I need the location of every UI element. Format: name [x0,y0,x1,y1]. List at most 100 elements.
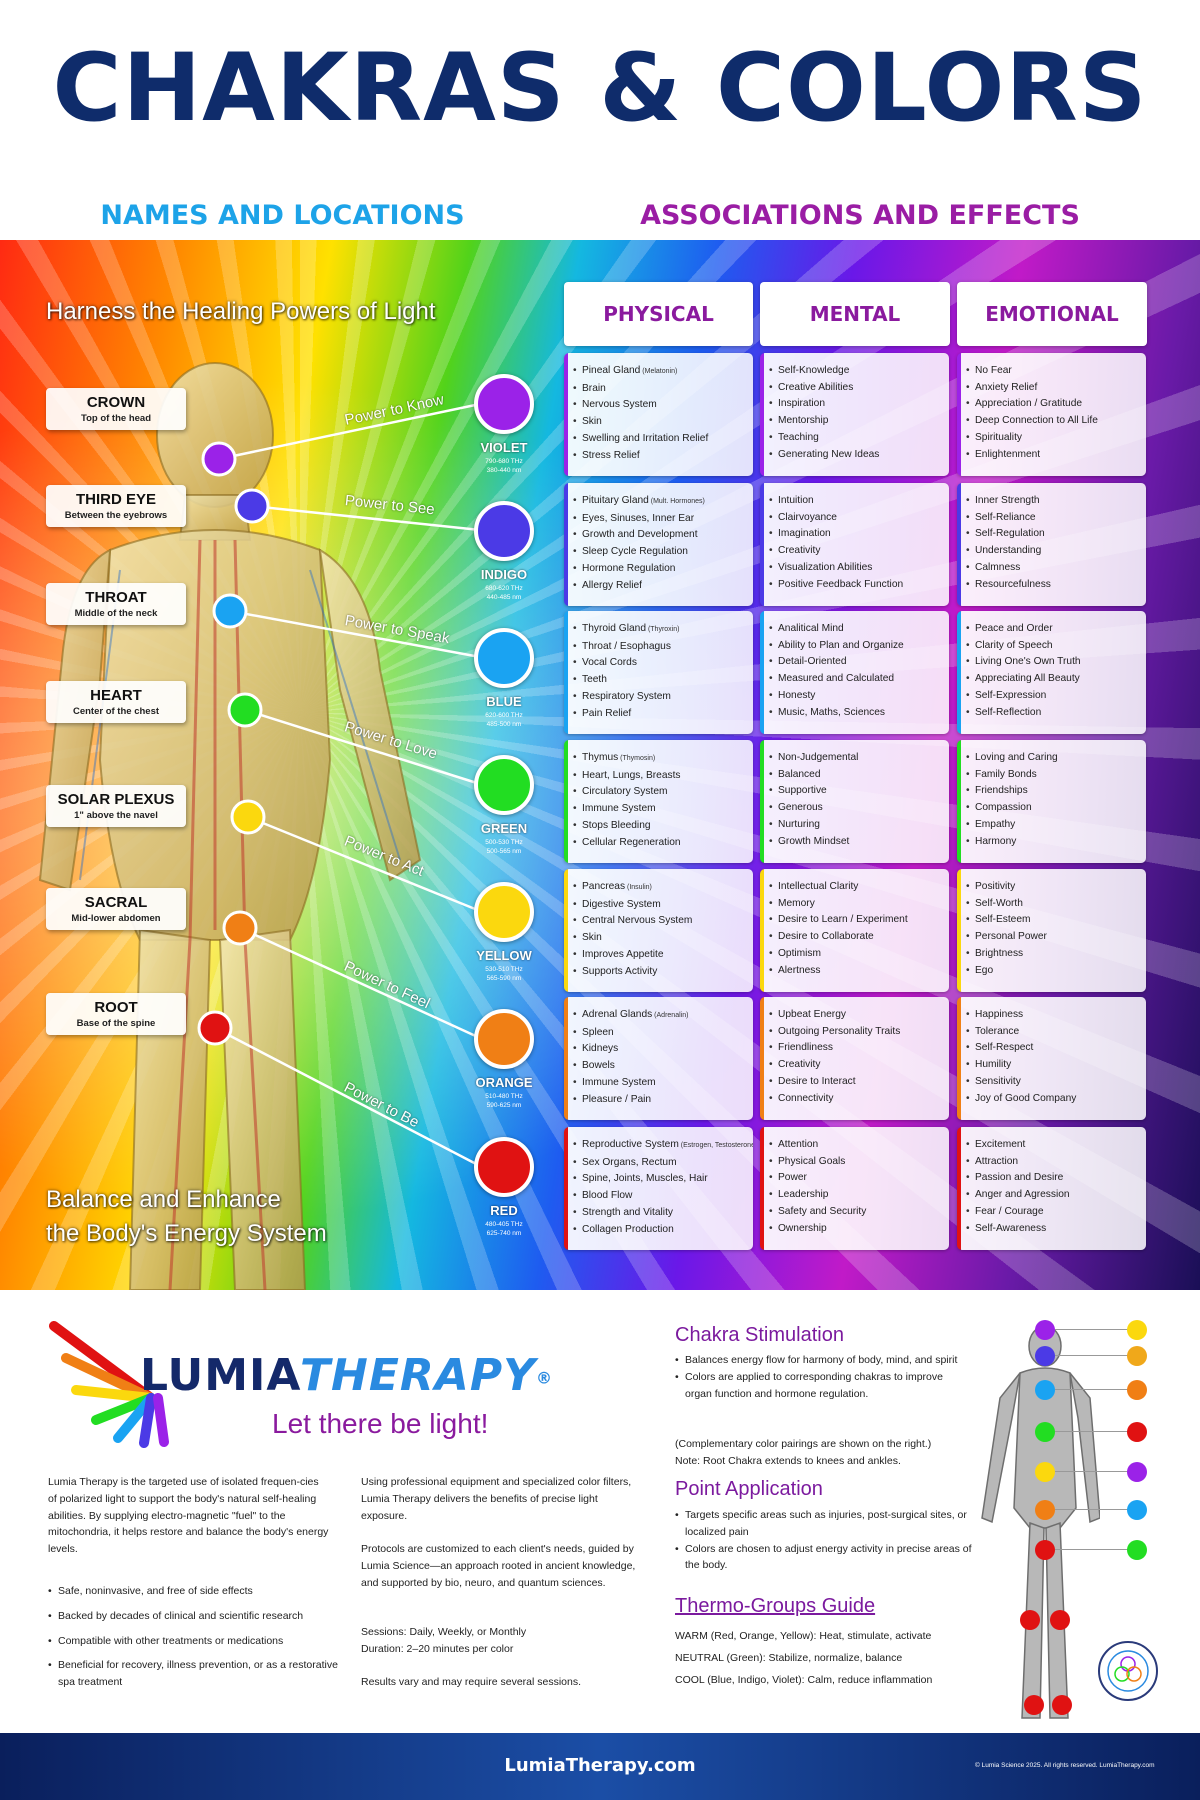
mental-item: Non-Judgemental [769,750,943,767]
physical-list: Thymus (Thymosin)Heart, Lungs, BreastsCi… [573,750,747,851]
cell-emotional-blue: Peace and OrderClarity of SpeechLiving O… [957,611,1146,734]
emotional-item: Loving and Caring [966,750,1140,767]
color-swatch-violet [474,374,534,434]
emotional-item: Anxiety Relief [966,380,1140,397]
complementary-dot [1127,1500,1147,1520]
website-link[interactable]: LumiaTherapy.com [504,1755,696,1776]
complementary-note: (Complementary color pairings are shown … [675,1438,932,1450]
cell-physical-orange: Adrenal Glands (Adrenalin)SpleenKidneysB… [564,997,753,1120]
hormone-note: (Melatonin) [640,368,678,375]
physical-item: Thymus (Thymosin) [573,750,747,768]
pairing-line [1055,1431,1137,1432]
cell-mental-blue: Analitical MindAbility to Plan and Organ… [760,611,949,734]
balance-line-2: the Body's Energy System [46,1220,327,1247]
mental-item: Self-Knowledge [769,363,943,380]
stimulation-item: Balances energy flow for harmony of body… [675,1352,965,1369]
pairing-line [1055,1549,1137,1550]
emotional-item: Living One's Own Truth [966,654,1140,671]
mental-item: Measured and Calculated [769,671,943,688]
results-text: Results vary and may require several ses… [361,1676,582,1688]
complementary-dot [1127,1380,1147,1400]
cell-emotional-green: Loving and CaringFamily BondsFriendships… [957,740,1146,863]
cell-emotional-yellow: PositivitySelf-WorthSelf-EsteemPersonal … [957,869,1146,992]
physical-item: Collagen Production [573,1222,747,1239]
emotional-item: Compassion [966,800,1140,817]
emotional-item: Self-Awareness [966,1221,1140,1238]
emotional-item: Brightness [966,946,1140,963]
connector-line-third-eye [251,504,481,532]
lumia-science-seal-icon [1098,1641,1158,1701]
connector-line-heart [244,708,481,786]
emotional-item: Passion and Desire [966,1170,1140,1187]
hormone-note: (Estrogen, Testosterone) [678,1142,753,1149]
mental-item: Memory [769,896,943,913]
connector-line-sacral [239,926,481,1040]
emotional-item: Joy of Good Company [966,1091,1140,1108]
emotional-item: Self-Esteem [966,912,1140,929]
mental-list: IntuitionClairvoyanceImaginationCreativi… [769,493,943,593]
mental-item: Clairvoyance [769,510,943,527]
mental-item: Desire to Collaborate [769,929,943,946]
chakra-dot [1035,1380,1055,1400]
physical-item: Pain Relief [573,706,747,723]
mental-list: Analitical MindAbility to Plan and Organ… [769,621,943,721]
mental-item: Physical Goals [769,1154,943,1171]
physical-item: Pineal Gland (Melatonin) [573,363,747,381]
stimulation-item: Colors are applied to corresponding chak… [675,1369,965,1403]
thermo-neutral: NEUTRAL (Green): Stabilize, normalize, b… [675,1652,903,1664]
physical-item: Skin [573,930,747,947]
physical-item: Spleen [573,1025,747,1042]
connector-line-crown [218,402,481,461]
mental-item: Analitical Mind [769,621,943,638]
mental-item: Ownership [769,1221,943,1238]
color-swatch-orange [474,1009,534,1069]
color-name-green: GREEN [480,821,528,836]
mental-item: Inspiration [769,396,943,413]
mental-item: Optimism [769,946,943,963]
emotional-item: Appreciation / Gratitude [966,396,1140,413]
physical-item: Supports Activity [573,964,747,981]
physical-item: Teeth [573,672,747,689]
emotional-item: Sensitivity [966,1074,1140,1091]
thermo-cool: COOL (Blue, Indigo, Violet): Calm, reduc… [675,1674,933,1686]
cell-physical-violet: Pineal Gland (Melatonin)BrainNervous Sys… [564,353,753,476]
complementary-pairing-figure [981,1325,1100,1719]
chakra-location: Mid-lower abdomen [71,913,161,924]
emotional-item: Self-Expression [966,688,1140,705]
color-name-blue: BLUE [486,694,522,709]
color-swatch-red [474,1137,534,1197]
complementary-dot [1127,1422,1147,1442]
chakra-point-sacral [222,910,258,946]
emotional-item: Calmness [966,560,1140,577]
mental-list: Intellectual ClarityMemoryDesire to Lear… [769,879,943,979]
physical-item: Eyes, Sinuses, Inner Ear [573,511,747,528]
thermo-groups-title: Thermo-Groups Guide [675,1595,876,1617]
root-chakra-note: Note: Root Chakra extends to knees and a… [675,1455,901,1467]
mental-list: AttentionPhysical GoalsPowerLeadershipSa… [769,1137,943,1238]
pairing-line [1055,1389,1137,1390]
mental-item: Connectivity [769,1091,943,1108]
emotional-item: Excitement [966,1137,1140,1154]
mental-item: Balanced [769,767,943,784]
color-name-orange: ORANGE [475,1075,533,1090]
emotional-item: Self-Worth [966,896,1140,913]
emotional-item: Spirituality [966,430,1140,447]
emotional-item: Friendships [966,783,1140,800]
physical-item: Pituitary Gland (Mult. Hormones) [573,493,747,511]
emotional-item: Family Bonds [966,767,1140,784]
emotional-item: Harmony [966,834,1140,851]
column-header-physical: PHYSICAL [564,282,753,346]
mental-item: Attention [769,1137,943,1154]
root-extension-dot [1020,1610,1040,1630]
physical-item: Strength and Vitality [573,1205,747,1222]
chakra-point-third-eye [234,488,270,524]
cell-emotional-orange: HappinessToleranceSelf-RespectHumilitySe… [957,997,1146,1120]
chakra-location: Middle of the neck [74,608,158,619]
chakra-label-throat: THROAT Middle of the neck [46,583,186,625]
chakra-location: Center of the chest [72,706,160,717]
chakra-point-throat [212,593,248,629]
harness-slogan: Harness the Healing Powers of Light [46,298,436,325]
